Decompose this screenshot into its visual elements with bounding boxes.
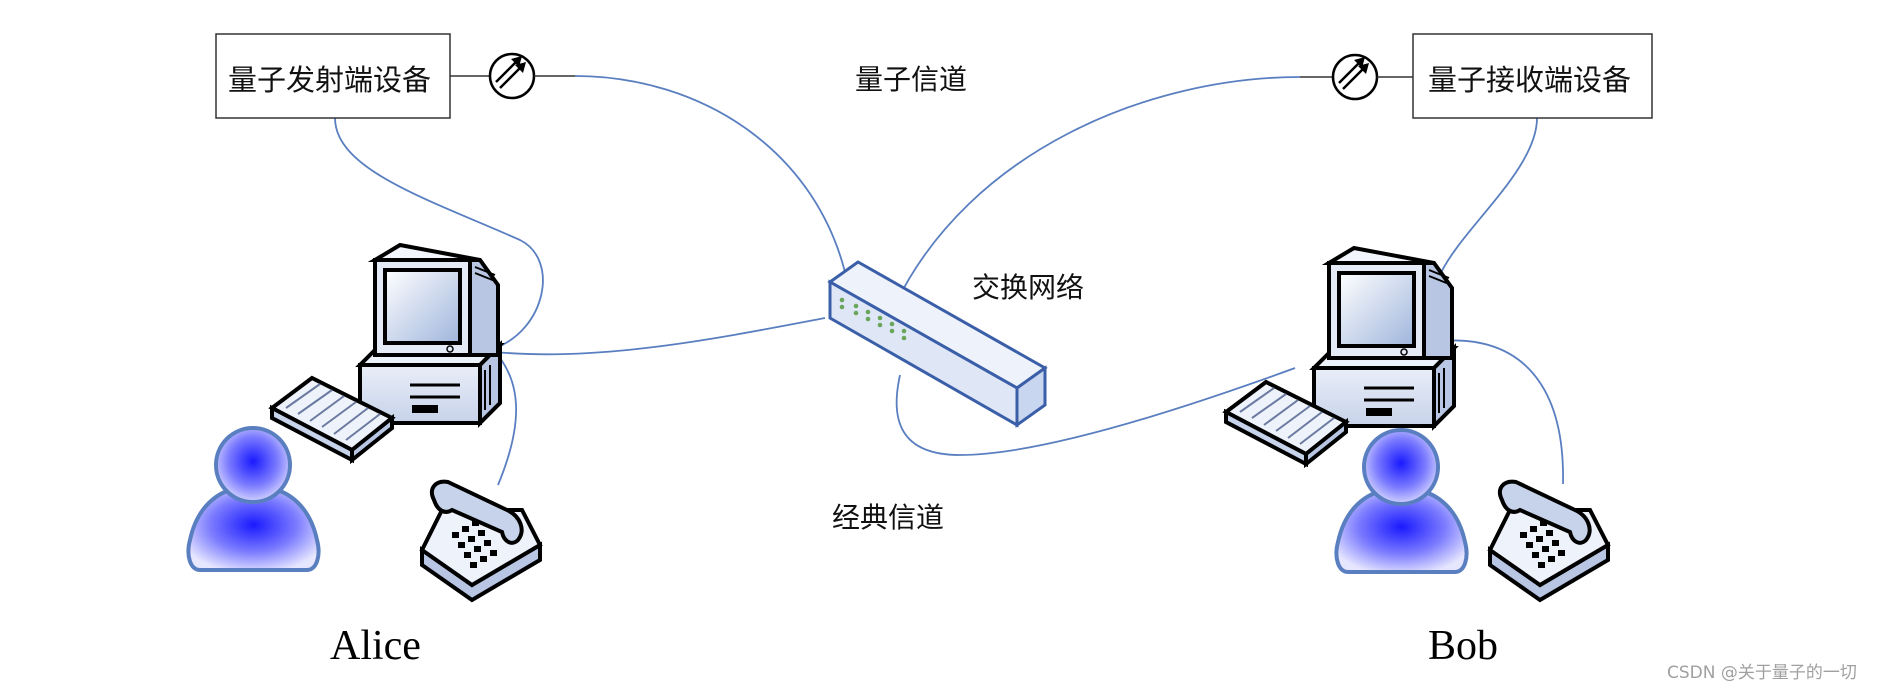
receiver-device-assembly — [1300, 33, 1653, 119]
receiver-device-box — [1412, 33, 1653, 119]
sender-device-box — [215, 33, 451, 119]
alice-name-label: Alice — [330, 623, 421, 669]
switch-network-label: 交换网络 — [972, 271, 1085, 304]
classical-channel-label: 经典信道 — [832, 501, 945, 534]
receiver-device-label: 量子接收端设备 — [1428, 63, 1632, 97]
alice-telephone-icon — [420, 479, 542, 602]
alice-device-to-computer — [334, 117, 544, 349]
quantum-link-alice — [574, 75, 849, 286]
classical-link-bob — [895, 367, 1296, 456]
alice-user-icon — [186, 426, 321, 572]
network-switch-icon — [827, 260, 1048, 428]
sender-device-label: 量子发射端设备 — [228, 63, 432, 97]
bob-name-label: Bob — [1428, 623, 1499, 669]
bob-user-icon — [1334, 428, 1469, 574]
alice-computer-to-phone — [494, 351, 518, 486]
bob-computer-to-phone — [1429, 339, 1564, 485]
classical-link-alice — [494, 317, 826, 356]
photon-detector-icon — [1331, 53, 1379, 101]
photon-detector-icon — [488, 52, 536, 100]
alice-computer-icon — [358, 243, 502, 425]
bob-telephone-icon — [1488, 479, 1610, 602]
watermark-text: CSDN @关于量子的一切 — [1667, 663, 1857, 683]
quantum-channel-label: 量子信道 — [855, 63, 968, 96]
channel-lines — [334, 75, 1564, 486]
quantum-link-bob — [894, 76, 1301, 306]
bob-computer-icon — [1312, 246, 1456, 428]
sender-device-assembly — [215, 33, 575, 119]
